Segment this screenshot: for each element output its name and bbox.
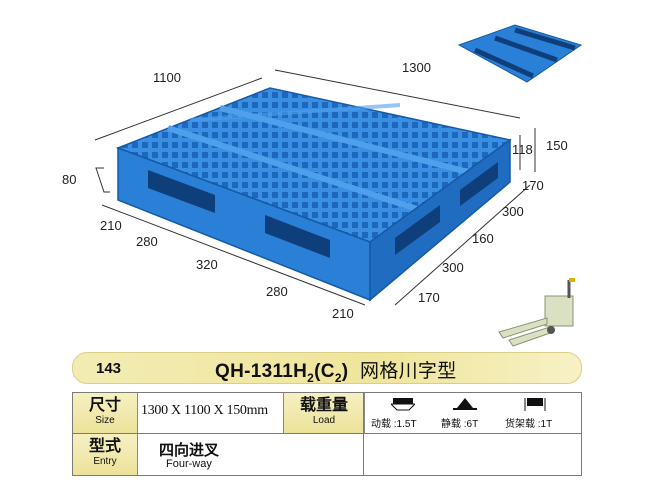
entry-label-en: Entry bbox=[93, 456, 117, 467]
model-mid: (C bbox=[314, 361, 335, 382]
racking-load-value: 货架载 :1T bbox=[505, 419, 553, 430]
pallet-illustration bbox=[94, 69, 536, 306]
dim-front-280-a: 280 bbox=[136, 234, 158, 249]
entry-value-en: Four-way bbox=[166, 458, 212, 470]
dim-side-300-b: 300 bbox=[442, 260, 464, 275]
racking-load-icon bbox=[524, 398, 546, 411]
model-main: QH-1311H bbox=[215, 361, 308, 382]
spec-table: 尺寸 Size 1300 X 1100 X 150mm 载重量 Load 动载 … bbox=[72, 392, 582, 476]
dim-width-1100: 1100 bbox=[153, 70, 181, 85]
dim-side-300-a: 300 bbox=[502, 204, 524, 219]
dim-front-280-b: 280 bbox=[266, 284, 288, 299]
pallet-truck-image bbox=[498, 278, 575, 347]
pallet-bottom-view-image bbox=[457, 24, 583, 83]
load-label-cn: 载重量 bbox=[299, 397, 348, 414]
model-chinese-name: 网格川字型 bbox=[360, 361, 457, 382]
load-label-en: Load bbox=[312, 415, 336, 426]
entry-label-cell: 型式 Entry bbox=[73, 434, 138, 475]
dynamic-load-icon bbox=[391, 398, 415, 411]
model-sub-1: 2 bbox=[307, 370, 315, 385]
dim-front-210-a: 210 bbox=[100, 218, 122, 233]
dim-height-118: 118 bbox=[512, 142, 533, 157]
model-title: QH-1311H2(C2) 网格川字型 bbox=[215, 356, 457, 385]
dim-front-320: 320 bbox=[196, 257, 218, 272]
dim-height-150: 150 bbox=[546, 138, 568, 153]
load-label-cell: 载重量 Load bbox=[283, 393, 365, 433]
dim-length-1300: 1300 bbox=[402, 60, 431, 75]
model-sub-2: 2 bbox=[334, 370, 342, 385]
dim-front-210-b: 210 bbox=[332, 306, 354, 321]
model-banner bbox=[72, 352, 582, 384]
dynamic-load-value: 动载 :1.5T bbox=[371, 419, 417, 430]
entry-label-cn: 型式 bbox=[88, 438, 121, 455]
dim-left-80: 80 bbox=[62, 172, 77, 187]
size-label-cn: 尺寸 bbox=[88, 397, 121, 414]
entry-value-cn: 四向进叉 bbox=[159, 442, 220, 459]
size-label-en: Size bbox=[95, 415, 115, 426]
model-end: ) bbox=[341, 361, 349, 382]
size-value: 1300 X 1100 X 150mm bbox=[141, 403, 268, 418]
size-label-cell: 尺寸 Size bbox=[73, 393, 138, 433]
dim-side-170-b: 170 bbox=[418, 290, 440, 305]
dim-side-160: 160 bbox=[472, 231, 494, 246]
static-load-value: 静载 :6T bbox=[441, 419, 479, 430]
static-load-icon bbox=[453, 398, 477, 410]
product-number: 143 bbox=[96, 360, 122, 377]
dim-side-170-a: 170 bbox=[522, 178, 544, 193]
